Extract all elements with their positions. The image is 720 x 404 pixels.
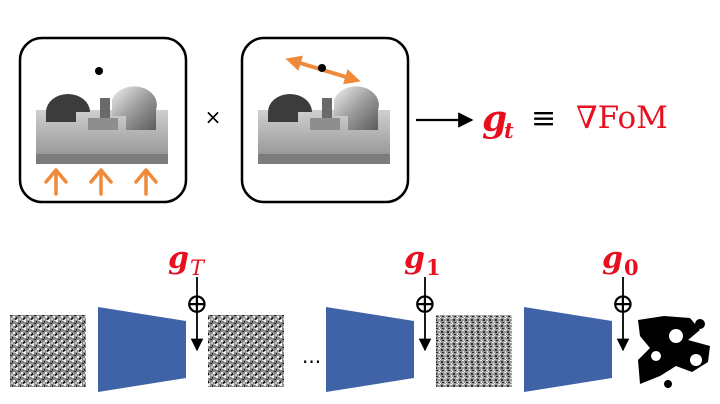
denoiser-network-block [98, 307, 186, 392]
adjoint-simulation-panel [240, 36, 410, 204]
noise-image-step [436, 315, 512, 387]
gradient-label: g [602, 241, 623, 276]
gradient-label-subscript: T [190, 256, 206, 280]
diffusion-pipeline: ... g T ⊕ g 1 ⊕ g [10, 241, 712, 392]
gradient-symbol: g [482, 98, 507, 140]
forward-simulation-panel [18, 36, 188, 204]
ellipsis: ... [302, 344, 321, 368]
gradient-label-subscript: 0 [624, 255, 639, 280]
gradient-injection: g 0 ⊕ [602, 241, 639, 352]
noise-image-step [208, 315, 284, 387]
noise-image-initial [10, 315, 86, 387]
gradient-label-subscript: 1 [426, 255, 441, 280]
denoiser-network-block [524, 307, 612, 392]
figure-of-merit-gradient: ∇FoM [576, 100, 668, 136]
monitor-point [95, 67, 103, 75]
device-illustration [36, 86, 168, 164]
source-arrows [44, 168, 158, 196]
gradient-equation: g t ≡ ∇FoM [482, 98, 668, 143]
gradient-injection: g 1 ⊕ [404, 241, 441, 352]
denoiser-network-block [326, 307, 414, 392]
final-binary-design [636, 315, 712, 388]
gradient-label: g [404, 241, 425, 276]
device-illustration [258, 86, 390, 164]
multiply-operator: × [205, 105, 222, 129]
gradient-injection: g T ⊕ [168, 241, 209, 352]
adjoint-source-point [318, 64, 326, 72]
gradient-subscript: t [504, 118, 514, 143]
equivalence-sign: ≡ [531, 101, 556, 136]
gradient-label: g [168, 241, 189, 276]
